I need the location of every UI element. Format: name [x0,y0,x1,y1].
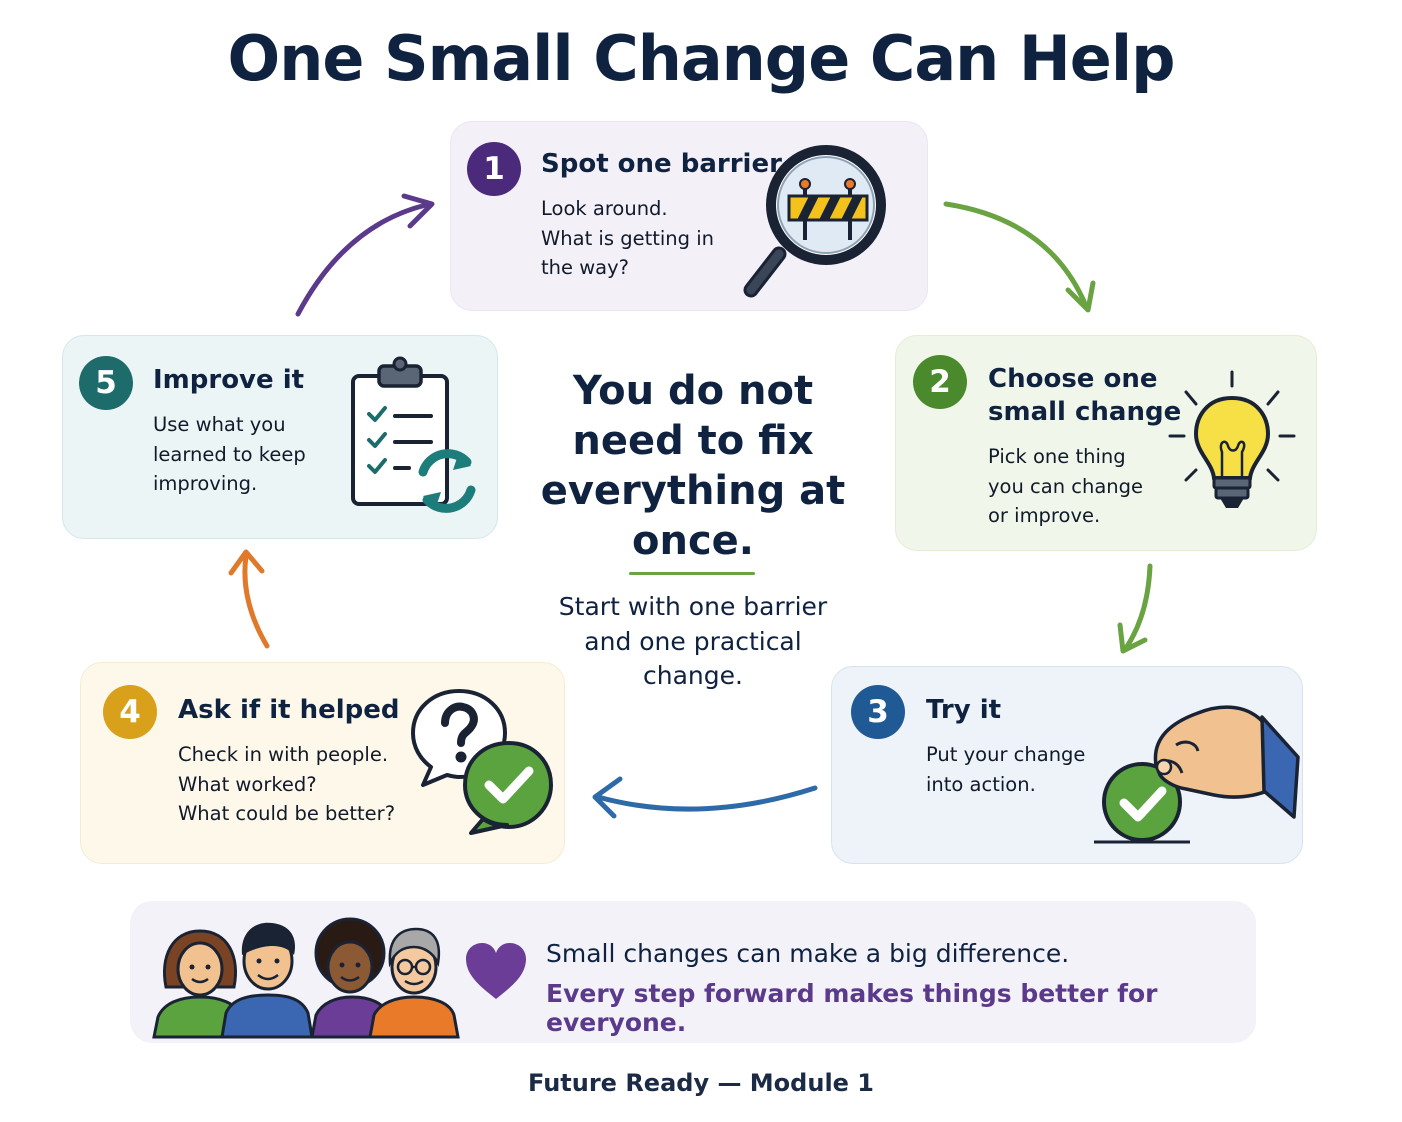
step-card-3: 3 Try it Put your change into action. [831,666,1303,864]
arrow-2-to-3 [1117,563,1153,654]
center-divider [629,572,755,575]
step-heading: Ask if it helped [178,695,400,725]
footer-label: Future Ready — Module 1 [528,1069,874,1097]
step-number-badge: 5 [79,356,133,410]
step-number-badge: 2 [913,355,967,409]
center-message: You do not need to fix everything at onc… [540,368,846,564]
step-heading: Try it [926,695,1002,725]
step-description: Pick one thing you can change or improve… [988,445,1144,527]
arrow-1-to-2 [943,201,1096,313]
step-card-5: 5 Improve it Use what you learned to kee… [62,335,498,539]
arrow-3-to-4 [592,776,818,819]
step-card-4: 4 Ask if it helped Check in with people.… [80,662,565,864]
step-number-badge: 3 [851,685,905,739]
step-heading: Choose one small change [988,364,1182,427]
heart-icon [466,943,526,999]
arrow-5-to-1 [295,193,435,317]
magnifier-barrier-icon [743,145,886,298]
banner-emphasis: Every step forward makes things better f… [546,979,1158,1037]
speech-bubbles-icon [411,689,553,835]
step-description: Put your change into action. [926,743,1086,796]
center-subtitle: Start with one barrier and one practical… [558,592,828,690]
lightbulb-icon [1168,370,1296,508]
banner-message: Small changes can make a big difference. [546,939,1070,968]
page-title: One Small Change Can Help [227,22,1176,95]
clipboard-refresh-icon [351,356,476,513]
bottom-banner: Small changes can make a big difference.… [130,901,1256,1043]
step-number-badge: 1 [467,142,521,196]
step-description: Look around. What is getting in the way? [541,197,715,279]
step-number-badge: 4 [103,685,157,739]
step-description: Check in with people. What worked? What … [178,743,396,825]
step-description: Use what you learned to keep improving. [153,413,306,495]
people-group-icon [152,917,460,1039]
step-card-2: 2 Choose one small change Pick one thing… [895,335,1317,551]
step-heading: Spot one barrier [541,149,782,179]
step-card-1: 1 Spot one barrier Look around. What is … [450,121,928,311]
step-heading: Improve it [153,365,305,395]
arrow-4-to-5 [228,549,270,649]
hand-check-icon [1094,705,1300,844]
